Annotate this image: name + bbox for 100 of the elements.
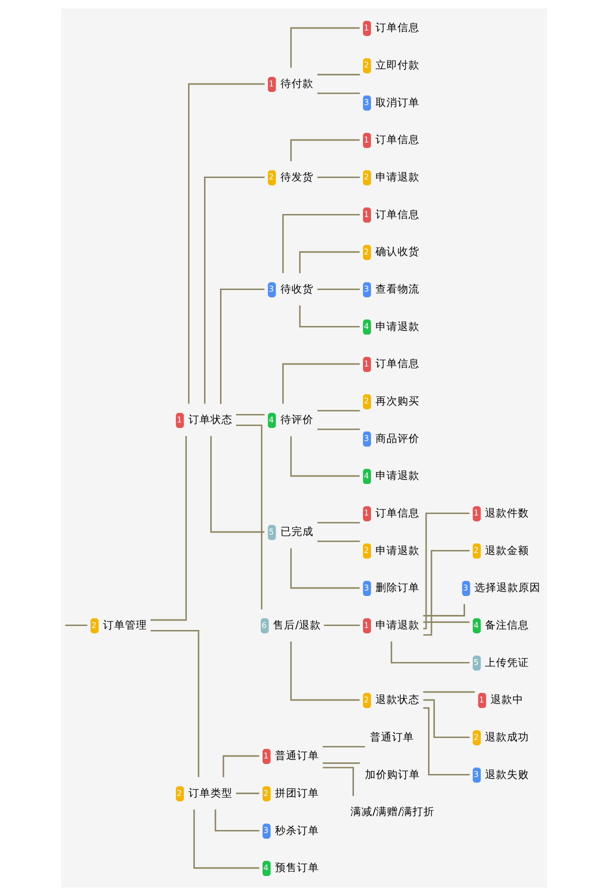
node-label: 待收货 [280,282,313,296]
connector [422,691,474,693]
node-label: 退款成功 [484,730,529,744]
node-box: 2 [362,58,370,74]
connector [422,621,470,623]
connector [204,176,264,404]
connector [210,436,264,533]
node-label: 取消订单 [374,96,419,109]
node-box: 2 [362,394,370,410]
node-label: 订单信息 [374,133,419,146]
node-box: 3 [362,282,370,298]
connector [316,522,360,524]
node-label: 申请退款 [374,170,419,184]
connector [316,410,360,412]
node-label: 退款金额 [484,544,529,557]
node-label: 待付款 [280,77,313,90]
connector [322,746,364,748]
node-box: 1 [362,356,370,372]
connector [290,139,360,162]
node-box: 3 [362,96,370,111]
node-box: 2 [90,618,98,634]
node-label: 订单类型 [188,786,232,800]
connector [316,92,360,94]
node-box: 1 [362,132,370,148]
connector [188,83,264,404]
connector [422,699,470,738]
node-label: 拼团订单 [274,786,318,800]
node-label: 已完成 [280,525,313,538]
node-label: 预售订单 [274,861,318,874]
node-label: 申请退款 [374,618,419,632]
connector [322,762,360,764]
connector [282,363,360,404]
node-box: 2 [362,544,370,559]
node-label: 确认收货 [374,245,419,258]
node-box: 2 [362,692,370,708]
node-label: 立即付款 [374,58,419,72]
node-box: 1 [362,20,370,36]
node-text: 加价购订单 [364,768,420,781]
connector [422,604,465,616]
node-box: 3 [472,768,480,783]
node-label: 退款失败 [484,768,529,781]
node-box: 1 [262,748,270,764]
connector [298,305,360,328]
node-box: 4 [362,320,370,335]
connector [222,755,259,778]
node-label: 申请退款 [374,469,419,482]
node-label: 订单信息 [374,357,419,370]
node-label: 秒杀订单 [274,824,318,837]
node-box: 4 [262,860,270,876]
node-label: 退款状态 [374,693,419,706]
node-label: 申请退款 [374,320,419,333]
node-label: 售后/退款 [272,618,320,632]
connector [150,436,186,621]
node-label: 订单信息 [374,21,419,34]
node-box: 1 [175,412,184,428]
node-box: 1 [362,618,370,634]
connector [390,641,469,664]
node-box: 3 [262,824,270,839]
connector [192,810,259,869]
node-label: 订单管理 [102,618,146,632]
connector [290,27,360,68]
node-label: 退款件数 [484,506,529,520]
node-box: 1 [362,506,370,522]
connector [316,176,360,178]
node-label: 查看物流 [374,282,419,296]
node-label: 商品评价 [374,432,419,445]
node-box: 1 [472,506,480,522]
connector [316,288,360,290]
connector [422,707,470,776]
node-box: 3 [362,432,370,447]
node-label: 订单信息 [374,506,419,520]
node-label: 订单信息 [374,208,419,221]
node-box: 2 [362,244,370,260]
node-box: 5 [472,656,480,671]
node-box: 2 [175,786,184,802]
connector [282,214,360,274]
connector [214,809,259,832]
node-label: 退款中 [490,693,524,706]
node-box: 6 [260,618,268,634]
connector [236,424,262,610]
node-box: 1 [267,76,276,92]
node-label: 再次购买 [374,394,419,408]
node-box: 1 [362,208,370,223]
node-label: 普通订单 [274,749,318,762]
connector [64,624,87,626]
node-box: 2 [267,170,276,186]
node-label: 上传凭证 [484,656,529,669]
connector [316,74,360,76]
node-text: 满减/满赠/满打折 [350,805,434,818]
connector [236,792,259,794]
node-label: 待评价 [280,413,313,426]
node-box: 3 [362,580,370,596]
node-label: 删除订单 [374,581,419,594]
connector [316,428,360,430]
node-box: 2 [362,170,370,186]
node-box: 3 [267,282,276,298]
node-label: 订单状态 [188,413,232,426]
node-box: 3 [462,580,470,596]
connector [298,251,360,274]
node-box: 4 [472,618,480,634]
